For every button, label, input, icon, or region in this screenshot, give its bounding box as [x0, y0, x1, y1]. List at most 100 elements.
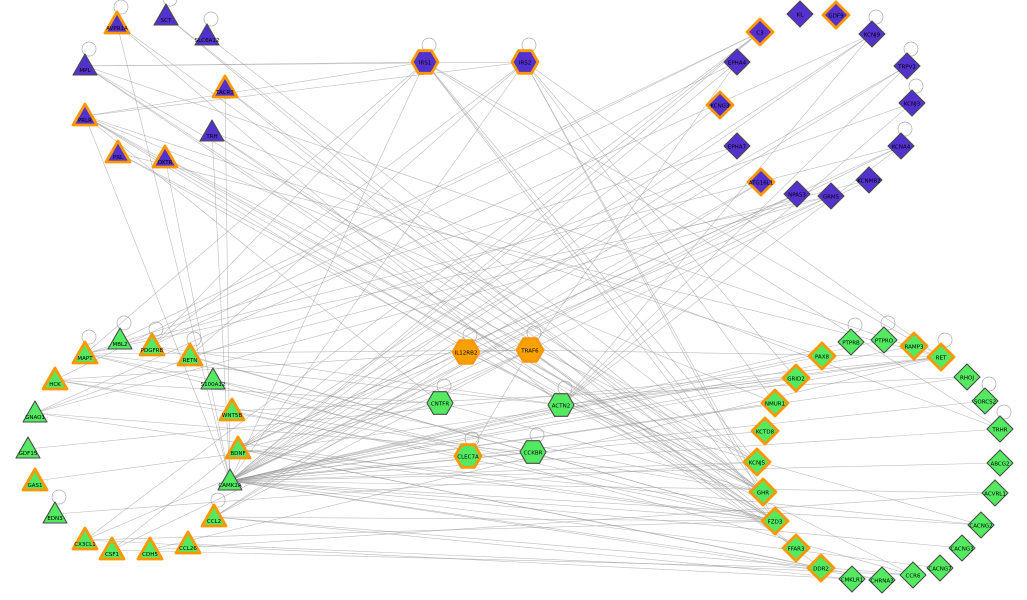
node-AVPR1A[interactable]: [103, 10, 131, 35]
node-PTPRB[interactable]: [837, 328, 865, 356]
edge-BDNF-CHRNA3: [237, 448, 883, 581]
node-KCNMB2[interactable]: [855, 166, 883, 194]
node-TRH[interactable]: [199, 119, 225, 142]
node-RETN[interactable]: [176, 342, 204, 367]
edge-PRLR-PAX8: [84, 115, 823, 357]
node-NMUR1[interactable]: [760, 388, 790, 418]
node-RHOJ[interactable]: [953, 363, 981, 391]
node-PRL[interactable]: [104, 139, 132, 164]
edge-TRH-GHR: [211, 131, 764, 493]
node-GDF15[interactable]: [15, 436, 41, 459]
edge-EDN3-KCNJ5: [54, 461, 758, 515]
node-KCNJ3[interactable]: [898, 89, 926, 117]
node-TRPV1[interactable]: [893, 52, 921, 80]
node-EPHA4[interactable]: [723, 48, 751, 76]
node-CLEC7A[interactable]: [453, 443, 483, 469]
node-ABCG2[interactable]: [986, 449, 1014, 477]
node-KCNJ9[interactable]: [858, 20, 886, 48]
node-CNTFR[interactable]: [426, 391, 454, 415]
node-SCT[interactable]: [153, 3, 179, 26]
node-CHRNA3[interactable]: [868, 566, 896, 594]
node-KL[interactable]: [786, 0, 814, 28]
node-FZD3[interactable]: [760, 506, 790, 536]
node-GRID2[interactable]: [781, 363, 811, 393]
node-NPAS3[interactable]: [783, 180, 811, 208]
node-PTPRO[interactable]: [870, 326, 898, 354]
node-SLC6A12[interactable]: [194, 23, 220, 46]
node-RET[interactable]: [926, 342, 956, 372]
node-IL12RB2[interactable]: [451, 339, 481, 365]
node-CCL26[interactable]: [174, 530, 202, 555]
node-EPHA7[interactable]: [723, 132, 751, 160]
edge-FZD3-CCL2: [213, 516, 776, 522]
node-KCTD8[interactable]: [750, 416, 780, 446]
edge-CAMK2A-PRLR: [84, 115, 231, 482]
node-HCK[interactable]: [41, 366, 69, 391]
node-TRHR[interactable]: [986, 415, 1014, 443]
edge-ACTN2-AVPR1A: [116, 23, 562, 406]
node-CACNG2[interactable]: [967, 511, 995, 539]
node-CMKLR1[interactable]: [838, 565, 866, 593]
node-OXTR[interactable]: [151, 144, 179, 169]
node-DDR2[interactable]: [806, 553, 836, 583]
edge-TACR3-GHR: [224, 87, 764, 493]
node-RAMP3[interactable]: [899, 331, 929, 361]
node-KCNG3[interactable]: [705, 90, 735, 120]
node-MPL[interactable]: [72, 53, 98, 76]
edge-TRAF6-CX3CL1: [84, 349, 531, 541]
edge-MAPT-EPHA7: [84, 145, 738, 355]
node-TRAF6[interactable]: [515, 337, 545, 363]
edges-layer: [27, 15, 1001, 581]
node-PAX8[interactable]: [807, 341, 837, 371]
node-CX3CL1[interactable]: [71, 526, 99, 551]
edge-CAMK2A-EPHA7: [229, 145, 738, 482]
node-PDGFRB[interactable]: [138, 332, 166, 357]
node-IRS2[interactable]: [510, 49, 540, 75]
node-PRLR[interactable]: [71, 102, 99, 127]
edge-PRL-GHR: [117, 152, 764, 493]
node-SORCS2[interactable]: [971, 387, 999, 415]
node-CCL2[interactable]: [200, 503, 228, 528]
node-CACNG3[interactable]: [948, 534, 976, 562]
node-MAPT[interactable]: [71, 340, 99, 365]
node-EDN3[interactable]: [42, 501, 68, 524]
node-CAMK2A[interactable]: [217, 468, 243, 491]
node-FFAR3[interactable]: [781, 533, 811, 563]
node-ATG16L1[interactable]: [746, 167, 776, 197]
node-GDF9[interactable]: [821, 0, 851, 30]
edge-IRS2-NMUR1: [524, 61, 776, 404]
node-ACVRL1[interactable]: [981, 479, 1009, 507]
edge-CCL26-CCR6: [187, 543, 914, 576]
edge-GNAO1-KCNJ9: [34, 33, 873, 414]
node-CDH5[interactable]: [136, 536, 164, 561]
node-GNAO1[interactable]: [22, 400, 48, 423]
edge-ACTN2-PDGFRB: [151, 345, 562, 406]
node-C3[interactable]: [745, 17, 775, 47]
edge-IL12RB2-CCR6: [465, 351, 914, 576]
node-CSF1[interactable]: [98, 536, 126, 561]
node-CCKBR[interactable]: [519, 440, 547, 464]
node-IRS1[interactable]: [410, 49, 440, 75]
edge-IL12RB2-CCL2: [213, 351, 467, 518]
edge-CAMK2A-CACNG2: [229, 480, 982, 526]
edge-IRS2-PRLR: [84, 61, 526, 117]
node-GAS1[interactable]: [21, 467, 49, 492]
node-GHR[interactable]: [748, 477, 778, 507]
node-ACTN2[interactable]: [547, 393, 575, 417]
edge-PDGFRB-EPHA4: [151, 61, 738, 347]
node-KCNA4[interactable]: [887, 132, 915, 160]
node-KCNJ5[interactable]: [742, 447, 772, 477]
node-BDNF[interactable]: [224, 435, 252, 460]
node-GRM5[interactable]: [817, 182, 845, 210]
edge-GHR-MAPT: [84, 353, 764, 493]
node-WNT5B[interactable]: [218, 397, 246, 422]
edge-CCL2-CCR6: [213, 516, 914, 576]
node-CACNG7[interactable]: [926, 554, 954, 582]
edge-CAMK2A-EPHA4: [229, 61, 738, 482]
node-TACR3[interactable]: [211, 74, 239, 99]
node-CCR6[interactable]: [899, 561, 927, 589]
node-MBL2[interactable]: [107, 327, 133, 350]
edge-IL12RB2-HCK: [54, 351, 467, 381]
node-S100A12[interactable]: [200, 367, 226, 390]
